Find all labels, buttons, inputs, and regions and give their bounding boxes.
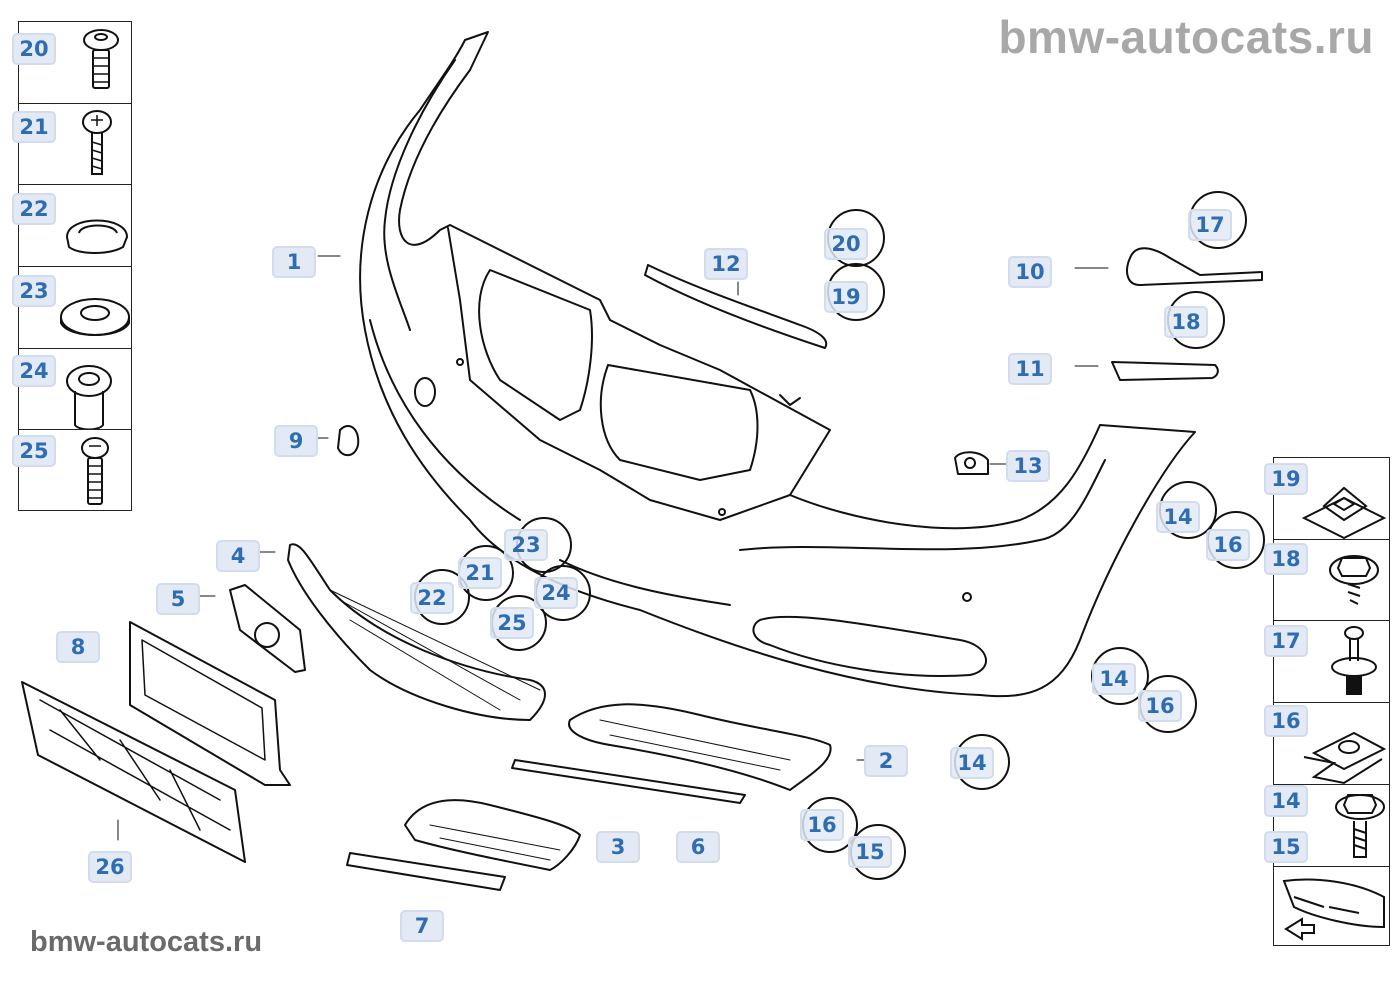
screw-phillips-icon bbox=[82, 110, 112, 175]
panel-label-25[interactable]: 25 bbox=[12, 435, 56, 467]
panel-cell bbox=[19, 184, 131, 266]
callout-label[interactable]: 15 bbox=[848, 836, 892, 868]
hex-bolt-icon bbox=[1335, 794, 1385, 858]
callout-label[interactable]: 16 bbox=[1206, 529, 1250, 561]
panel-label-14[interactable]: 14 bbox=[1264, 785, 1308, 817]
callout-label[interactable]: 11 bbox=[1008, 353, 1052, 385]
rivet-icon bbox=[1331, 626, 1377, 695]
panel-label-20[interactable]: 20 bbox=[12, 33, 56, 65]
car-location-icon bbox=[1282, 878, 1385, 941]
callout-label[interactable]: 8 bbox=[56, 631, 100, 663]
callout-label[interactable]: 2 bbox=[864, 745, 908, 777]
callout-label[interactable]: 14 bbox=[1092, 663, 1136, 695]
callout-label[interactable]: 22 bbox=[410, 582, 454, 614]
callout-label[interactable]: 18 bbox=[1164, 306, 1208, 338]
callout-label[interactable]: 24 bbox=[534, 577, 578, 609]
side-grille-right bbox=[568, 703, 832, 791]
watermark-bottom: bmw-autocats.ru bbox=[30, 926, 263, 958]
panel-cell bbox=[1274, 866, 1389, 945]
bumper-cover bbox=[359, 31, 1196, 698]
callout-label[interactable]: 19 bbox=[824, 281, 868, 313]
panel-cell bbox=[19, 429, 131, 510]
callout-label[interactable]: 17 bbox=[1188, 209, 1232, 241]
callout-label[interactable]: 5 bbox=[156, 583, 200, 615]
trim-strip bbox=[644, 264, 828, 349]
panel-cell bbox=[1274, 620, 1389, 702]
callout-label[interactable]: 20 bbox=[824, 228, 868, 260]
callout-label[interactable]: 26 bbox=[88, 851, 132, 883]
panel-label-21[interactable]: 21 bbox=[12, 111, 56, 143]
callout-label[interactable]: 25 bbox=[490, 607, 534, 639]
callout-label[interactable]: 4 bbox=[216, 540, 260, 572]
panel-cell bbox=[1274, 539, 1389, 620]
panel-cell bbox=[19, 103, 131, 184]
callout-label[interactable]: 6 bbox=[676, 831, 720, 863]
screw-torx-icon bbox=[83, 29, 119, 89]
panel-label-23[interactable]: 23 bbox=[12, 275, 56, 307]
callout-label[interactable]: 21 bbox=[458, 557, 502, 589]
tow-cap bbox=[337, 425, 360, 457]
callout-label[interactable]: 7 bbox=[400, 910, 444, 942]
watermark-top: bmw-autocats.ru bbox=[998, 11, 1374, 63]
callout-label[interactable]: 23 bbox=[504, 529, 548, 561]
sensor-holder bbox=[954, 451, 989, 475]
panel-cell bbox=[1274, 458, 1389, 539]
callout-label[interactable]: 12 bbox=[704, 248, 748, 280]
plate-carrier bbox=[21, 681, 246, 863]
callout-label[interactable]: 9 bbox=[274, 425, 318, 457]
trim-right bbox=[511, 759, 746, 804]
panel-label-19[interactable]: 19 bbox=[1264, 463, 1308, 495]
panel-label-17[interactable]: 17 bbox=[1264, 625, 1308, 657]
screw-long-icon bbox=[81, 437, 109, 505]
left-fastener-panel bbox=[18, 21, 132, 511]
right-fastener-panel bbox=[1273, 457, 1390, 946]
panel-label-24[interactable]: 24 bbox=[12, 355, 56, 387]
panel-label-16[interactable]: 16 bbox=[1264, 705, 1308, 737]
hex-screw-icon bbox=[1329, 555, 1379, 605]
square-nut-icon bbox=[1301, 486, 1387, 539]
panel-cell bbox=[1274, 784, 1389, 866]
callout-label[interactable]: 14 bbox=[1156, 501, 1200, 533]
callout-label[interactable]: 10 bbox=[1008, 256, 1052, 288]
panel-label-18[interactable]: 18 bbox=[1264, 543, 1308, 575]
callout-label[interactable]: 1 bbox=[272, 246, 316, 278]
bracket-left bbox=[1126, 247, 1263, 286]
bracket-right bbox=[1111, 361, 1219, 381]
callout-label[interactable]: 16 bbox=[1138, 690, 1182, 722]
side-grille-left bbox=[404, 799, 581, 871]
callout-label[interactable]: 14 bbox=[950, 747, 994, 779]
panel-cell bbox=[19, 22, 131, 103]
clip-nut-icon bbox=[1303, 731, 1387, 785]
panel-cell bbox=[19, 266, 131, 348]
fog-cover bbox=[229, 584, 306, 673]
plate-holder bbox=[129, 621, 291, 786]
washer-icon bbox=[60, 298, 130, 336]
callout-label[interactable]: 16 bbox=[800, 809, 844, 841]
panel-label-22[interactable]: 22 bbox=[12, 193, 56, 225]
cap-icon bbox=[65, 219, 129, 254]
panel-cell bbox=[1274, 702, 1389, 785]
callout-label[interactable]: 13 bbox=[1006, 450, 1050, 482]
callout-label[interactable]: 3 bbox=[596, 831, 640, 863]
trim-left bbox=[346, 852, 506, 891]
panel-label-15[interactable]: 15 bbox=[1264, 831, 1308, 863]
